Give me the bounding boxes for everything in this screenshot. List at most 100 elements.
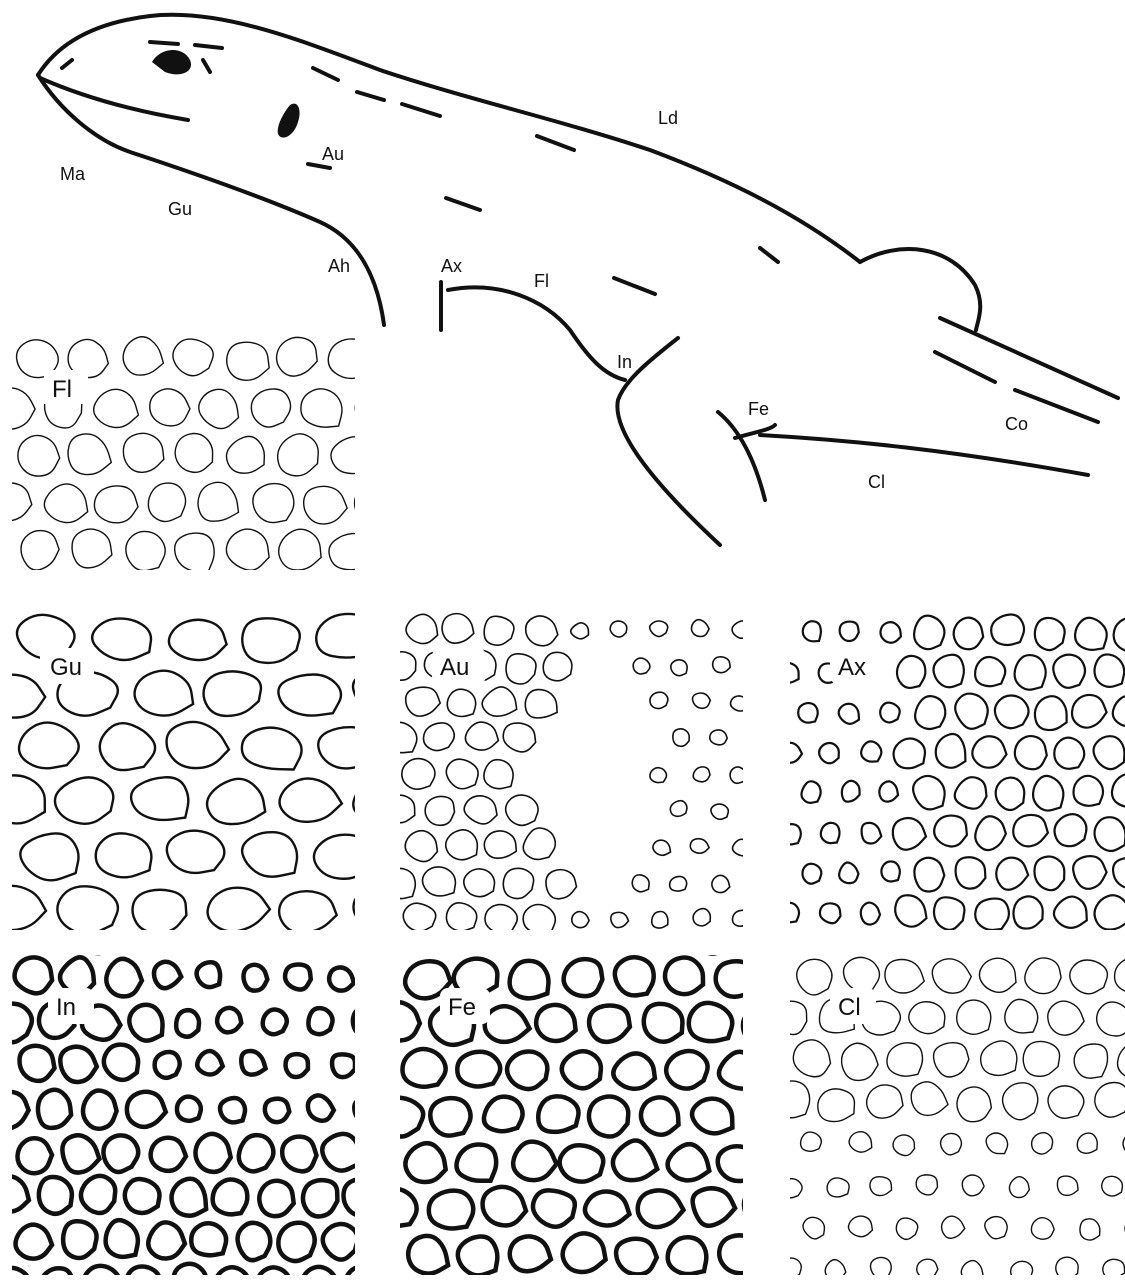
scale-shape (1113, 858, 1125, 888)
scale-shape (354, 1098, 378, 1122)
scale-shape (278, 1223, 314, 1261)
scale-shape (464, 796, 497, 824)
scale-shape (238, 1223, 271, 1260)
scale-shape (0, 580, 31, 619)
scale-shape (1095, 1082, 1125, 1117)
scale-shape (227, 342, 270, 380)
scale-shape (365, 903, 398, 931)
scale-shape (19, 723, 79, 769)
scale-shape (825, 1260, 846, 1280)
scale-shape (991, 614, 1024, 645)
scale-shape (1013, 896, 1042, 928)
scale-shape (0, 338, 4, 377)
scale-shape (1102, 1176, 1123, 1196)
scale-shape (996, 858, 1028, 890)
scale-shape (773, 909, 789, 926)
scale-shape (94, 389, 139, 427)
scale-shape (84, 1266, 120, 1286)
scale-shape (1115, 958, 1125, 993)
scale-shape (68, 434, 111, 475)
scale-shape (277, 337, 318, 376)
scale-shape (973, 578, 1006, 610)
scale-shape (83, 1091, 117, 1129)
scale-shape (402, 1049, 445, 1087)
scale-shape (670, 876, 687, 891)
scale-shape (385, 652, 416, 680)
scale-shape (155, 1052, 180, 1078)
scale-shape (870, 1257, 891, 1278)
scale-shape (956, 857, 986, 888)
scale-shape (1074, 776, 1104, 806)
scale-shape (167, 831, 225, 873)
scale-shape (380, 1189, 417, 1226)
scale-shape (0, 940, 6, 985)
scale-shape (344, 793, 377, 822)
scale-shape (464, 579, 497, 608)
scale-shape (819, 743, 839, 763)
scale-shape (1031, 1218, 1054, 1240)
tail-dash-1 (935, 352, 995, 382)
scale-shape (525, 690, 557, 718)
scale-panel-au (343, 578, 790, 971)
scale-shape (760, 783, 779, 802)
panel-label-in: In (56, 994, 76, 1021)
scale-shape (485, 905, 517, 933)
scale-shape (482, 687, 517, 716)
scale-shape (1013, 815, 1048, 846)
scale-shape (650, 621, 668, 637)
scale-shape (176, 1010, 199, 1036)
scale-shape (821, 823, 840, 843)
scale-shape (932, 959, 971, 993)
scale-shape (772, 841, 789, 857)
scale-shape (286, 1054, 308, 1077)
scale-shape (572, 912, 589, 928)
scale-panel-ax (740, 575, 1125, 971)
scale-shape (671, 660, 687, 676)
scale-shape (611, 912, 629, 927)
scale-shape (793, 1040, 830, 1077)
scale-shape (772, 695, 789, 710)
scale-shape (933, 577, 967, 610)
scale-shape (896, 1218, 917, 1239)
scale-shape (301, 389, 342, 427)
scale-shape (384, 722, 417, 752)
scale-shape (571, 623, 589, 639)
cloaca-line (735, 425, 1088, 475)
scale-shape (408, 1236, 448, 1274)
scale-shape (743, 1009, 789, 1046)
scale-shape (63, 1221, 96, 1258)
scale-shape (690, 839, 709, 854)
scale-shape (0, 437, 9, 475)
scale-shape (285, 965, 311, 990)
scale-shape (126, 531, 165, 570)
scale-shape (1003, 1083, 1038, 1120)
scale-shape (106, 1220, 138, 1257)
scale-shape (1057, 1176, 1078, 1195)
scale-shape (751, 804, 767, 821)
scale-shape (545, 578, 575, 610)
scale-shape (0, 614, 7, 662)
scale-shape (742, 1281, 783, 1286)
scale-shape (173, 1264, 206, 1286)
scale-shape (0, 293, 31, 331)
scale-shape (741, 824, 762, 844)
scale-shape (985, 1217, 1007, 1239)
scale-shape (446, 830, 478, 860)
scale-shape (842, 1043, 879, 1080)
scale-shape (213, 1180, 248, 1215)
scale-shape (1035, 618, 1065, 650)
scale-shape (104, 1045, 138, 1080)
scale-shape (329, 967, 354, 990)
scale-shape (345, 1266, 382, 1286)
scale-shape (405, 831, 437, 862)
scale-shape (510, 961, 549, 999)
scale-shape (1095, 654, 1125, 686)
scale-shape (254, 578, 290, 619)
scale-shape (406, 687, 441, 716)
scale-shape (803, 621, 821, 641)
scale-shape (208, 888, 270, 932)
scale-shape (195, 1134, 230, 1172)
scale-shape (523, 828, 555, 859)
scale-shape (881, 622, 901, 643)
scale-shape (215, 1267, 252, 1286)
